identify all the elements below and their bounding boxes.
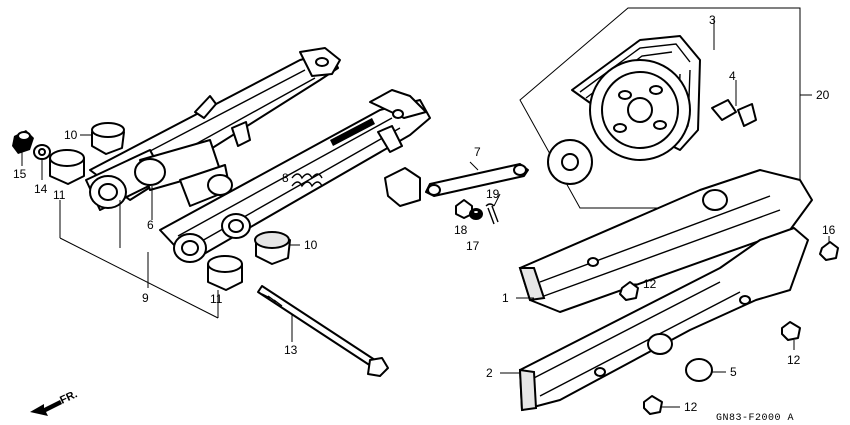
bolt-12-c: [643, 395, 663, 415]
cotter-pin-19: [485, 203, 499, 225]
front-arrow-icon: [30, 400, 62, 416]
callout-9: 9: [142, 291, 149, 305]
bolt-17: [469, 208, 483, 220]
bushing-10-upper: [91, 122, 125, 155]
plug-5: [685, 358, 713, 382]
bolt-12-b: [781, 321, 801, 341]
rear-sprocket: [589, 59, 691, 161]
callout-11-lower: 11: [210, 292, 223, 306]
front-direction-indicator: FR.: [30, 388, 79, 416]
callout-3: 3: [709, 13, 716, 27]
leader-lines: [21, 18, 830, 408]
callout-6: 6: [147, 218, 154, 232]
callout-4: 4: [729, 69, 736, 83]
callout-20: 20: [816, 88, 830, 102]
pivot-bolt-13: [257, 285, 389, 377]
drive-sprocket: [547, 139, 593, 185]
callout-14: 14: [34, 182, 48, 196]
swing-arm: [85, 47, 431, 263]
chain-case-1: [518, 169, 813, 313]
drawing-code: GN83-F2000 A: [716, 413, 794, 424]
torque-link-7: [425, 163, 529, 197]
callout-1: 1: [502, 291, 509, 305]
master-link-4: [711, 99, 757, 127]
callout-7: 7: [474, 145, 481, 159]
callout-12-c: 12: [684, 400, 698, 414]
callout-10-lower: 10: [304, 238, 318, 252]
callout-11-upper: 11: [53, 188, 66, 202]
callout-numbers: 1 2 3 4 5 6 7 8 9 10 10 11 11 12 12 12 1…: [13, 13, 836, 414]
callout-19: 19: [486, 187, 500, 201]
callout-12-a: 12: [643, 277, 657, 291]
spring-8: [291, 173, 323, 188]
bushing-10-lower: [254, 231, 291, 265]
callout-18: 18: [454, 223, 468, 237]
callout-5: 5: [730, 365, 737, 379]
callout-16: 16: [822, 223, 836, 237]
front-label: FR.: [58, 388, 79, 406]
washer-14: [33, 144, 51, 160]
callout-8: 8: [282, 171, 289, 185]
callout-17: 17: [466, 239, 480, 253]
bolt-12-a: [619, 281, 639, 301]
callout-2: 2: [486, 366, 493, 380]
collar-11-lower: [207, 255, 243, 291]
chain-case-2: [518, 227, 809, 412]
collar-11-upper: [49, 149, 85, 185]
bolt-16: [819, 241, 839, 261]
callout-10-upper: 10: [64, 128, 78, 142]
callout-15: 15: [13, 167, 27, 181]
callout-13: 13: [284, 343, 298, 357]
callout-12-b: 12: [787, 353, 801, 367]
cap-15: [12, 130, 34, 154]
